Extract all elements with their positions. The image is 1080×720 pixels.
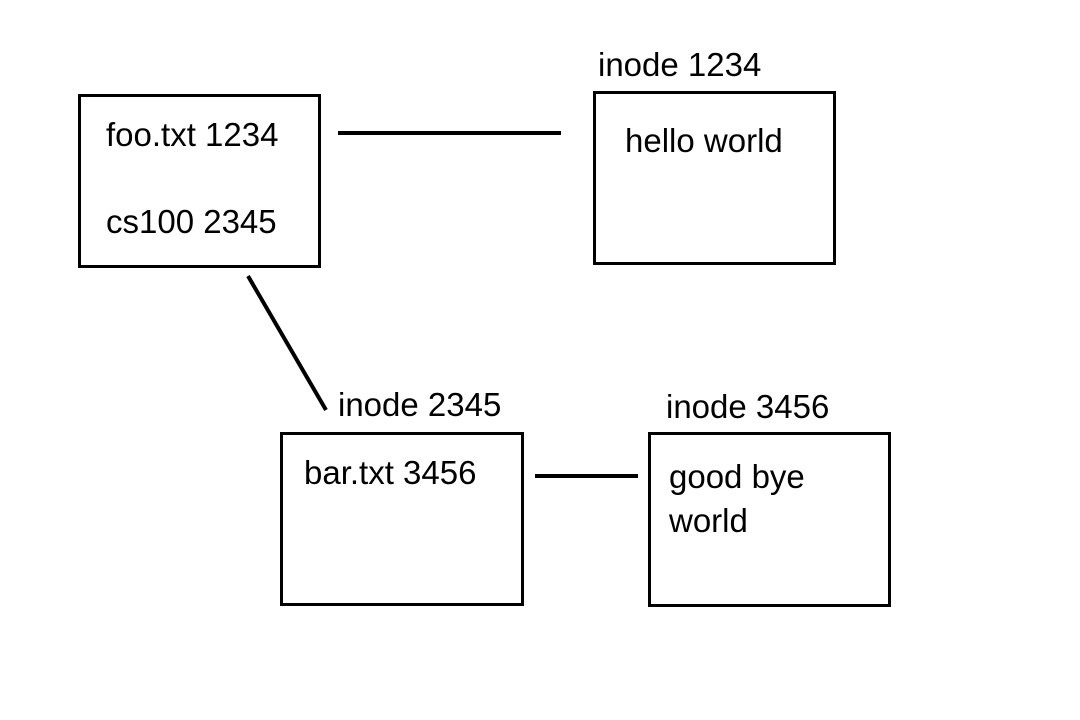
inode-3456-label: inode 3456 — [666, 388, 830, 425]
link-cs100-to-inode-2345 — [246, 274, 328, 412]
directory-box — [78, 94, 321, 268]
inode-2345-box — [280, 432, 524, 606]
inode-1234-label: inode 1234 — [598, 46, 762, 83]
inode-1234-content: hello world — [625, 122, 783, 159]
inode-3456-content-line-1: good bye — [669, 458, 805, 495]
dir-entry-cs100: cs100 2345 — [106, 203, 277, 240]
dir-entry-bar: bar.txt 3456 — [304, 454, 477, 491]
inode-3456-content-line-2: world — [669, 502, 748, 539]
dir-entry-foo: foo.txt 1234 — [106, 116, 279, 153]
inode-3456-box — [648, 432, 891, 607]
inode-2345-label: inode 2345 — [338, 386, 502, 423]
inode-1234-box — [593, 91, 836, 265]
